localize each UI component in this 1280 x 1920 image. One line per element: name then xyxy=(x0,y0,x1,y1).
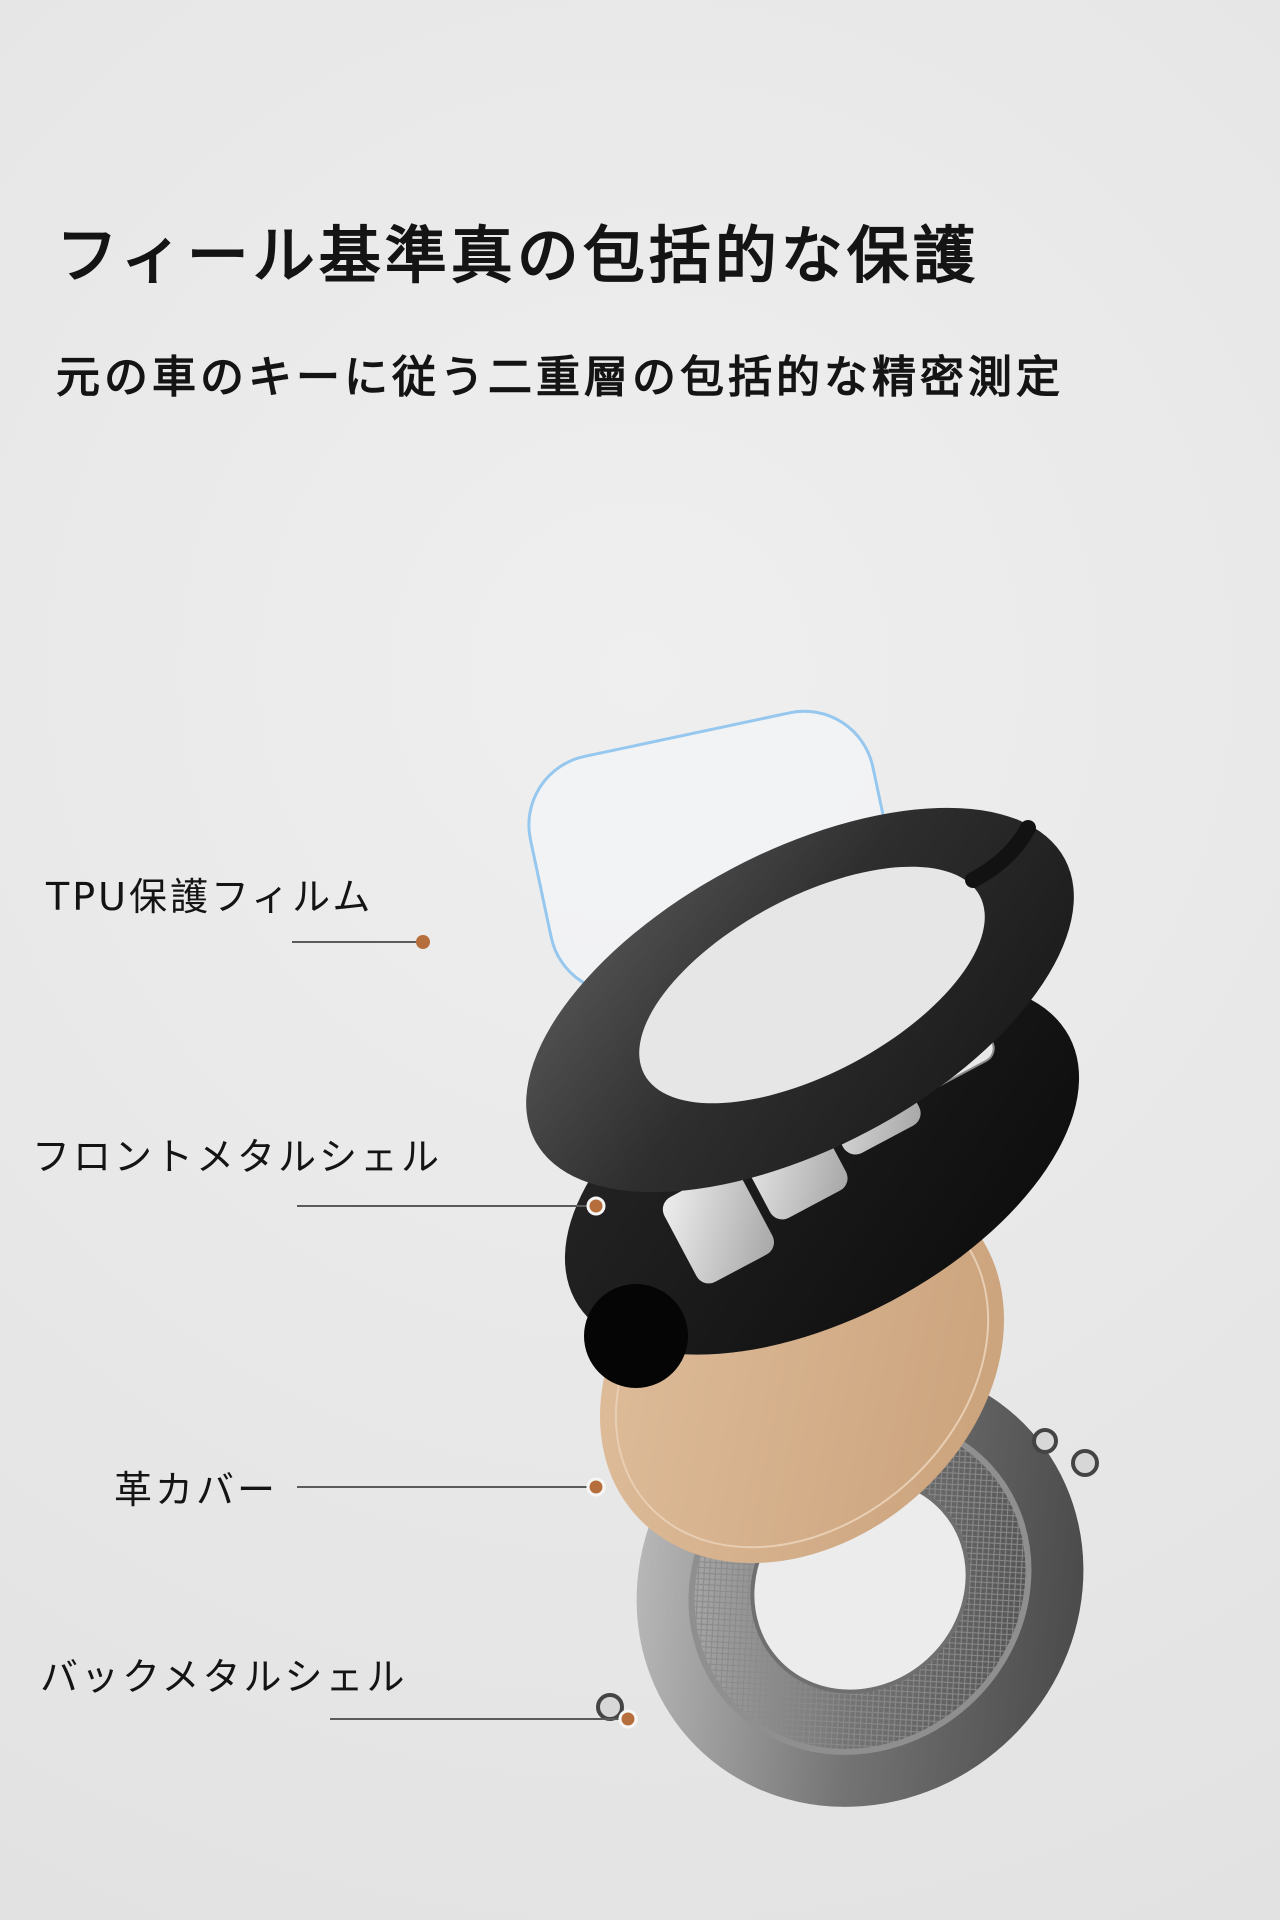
tpu-film-label: TPU保護フィルム xyxy=(46,875,374,919)
callouts xyxy=(292,935,638,1729)
back-shell-label: バックメタルシェル xyxy=(40,1655,408,1699)
leather-cover-label: 革カバー xyxy=(114,1468,279,1512)
front-metal-shell xyxy=(526,807,1074,1193)
front-shell-label: フロントメタルシェル xyxy=(32,1135,443,1179)
page-title: フィール基準真の包括的な保護 xyxy=(56,219,979,292)
page-subtitle: 元の車のキーに従う二重層の包括的な精密測定 xyxy=(56,352,1064,403)
